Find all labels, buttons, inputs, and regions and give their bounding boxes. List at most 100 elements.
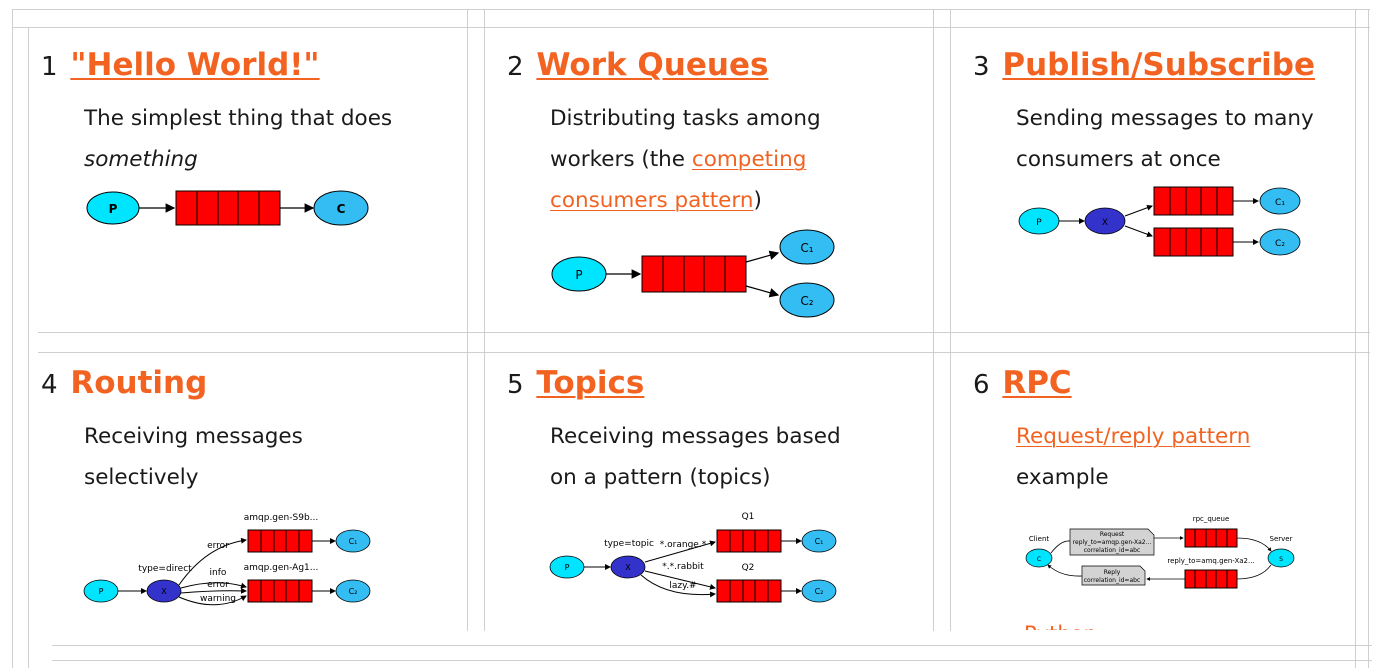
- queue: [175, 190, 281, 226]
- queue: [641, 255, 747, 293]
- queue-name-1: amqp.gen-S9b...: [244, 513, 319, 523]
- tutorial-link-work-queues[interactable]: Work Queues: [536, 50, 769, 83]
- queue-1: [1153, 186, 1234, 216]
- exchange-node: [146, 579, 182, 603]
- queue-2: [1153, 227, 1234, 257]
- description-text: ): [753, 188, 762, 213]
- producer-label: P: [1036, 218, 1042, 228]
- consumer-node-1: [335, 529, 371, 553]
- work-queues-diagram: P C₁ C₂: [551, 229, 835, 318]
- producer-label: P: [565, 563, 570, 572]
- request-line: correlation_id=abc: [1084, 547, 1140, 554]
- description-line: Distributing tasks among: [550, 106, 821, 131]
- tutorial-card-work-queues: 2 Work Queues Distributing tasks among w…: [507, 50, 927, 330]
- tutorial-link-topics[interactable]: Topics: [536, 368, 645, 401]
- routing-diagram: type=direct amqp.gen-S9b... amqp.gen-Ag1…: [83, 513, 371, 606]
- tutorial-number: 1: [41, 52, 58, 82]
- binding-key-label: lazy.#: [669, 581, 696, 591]
- consumer-label: C₁: [815, 537, 824, 546]
- queue-2: [716, 579, 782, 603]
- binding-key-label: *.orange.*: [660, 540, 707, 550]
- request-line: reply_to=amqp.gen-Xa2...: [1073, 539, 1152, 546]
- tutorial-card-topics: 5 Topics Receiving messages based on a p…: [507, 368, 927, 630]
- description-line: on a pattern (topics): [550, 465, 771, 490]
- exchange-node: [610, 555, 646, 579]
- tutorial-link-hello-world[interactable]: "Hello World!": [70, 50, 320, 83]
- description-line: Receiving messages based: [550, 424, 841, 449]
- tutorial-description: Receiving messages based on a pattern (t…: [550, 416, 841, 498]
- consumer-label: C: [337, 202, 346, 216]
- queue-name-2: Q2: [742, 563, 755, 573]
- server-node-label: S: [1279, 556, 1283, 563]
- request-reply-pattern-link[interactable]: Request/reply pattern: [1016, 424, 1251, 449]
- producer-label: P: [575, 268, 582, 282]
- consumer-node-2: [801, 579, 837, 603]
- routing-key-label: warning: [200, 594, 236, 604]
- request-line: Request: [1100, 531, 1125, 538]
- queue-name-2: amqp.gen-Ag1...: [244, 563, 319, 573]
- exchange-node: [1084, 207, 1126, 235]
- request-message: Request reply_to=amqp.gen-Xa2... correla…: [1069, 528, 1155, 556]
- consumer-node-1: [1259, 187, 1301, 215]
- client-label: Client: [1029, 535, 1050, 543]
- queue-name-1: Q1: [742, 512, 755, 522]
- consumer-node-2: [779, 282, 835, 318]
- tutorial-link-routing[interactable]: Routing: [70, 368, 208, 401]
- competing-consumers-link-cont[interactable]: consumers pattern: [550, 188, 754, 213]
- reply-line: correlation_id=abc: [1084, 577, 1140, 584]
- tutorial-description: Distributing tasks among workers (the co…: [550, 98, 821, 221]
- hello-world-diagram: P C: [86, 190, 369, 226]
- routing-key-label: info: [210, 568, 227, 578]
- description-text: workers (the: [550, 147, 692, 172]
- tutorial-description: Request/reply pattern example: [1016, 416, 1250, 498]
- client-node-label: C: [1037, 556, 1041, 563]
- topics-diagram: type=topic Q1 Q2 P X *.orange.* *.*.rabb…: [549, 512, 837, 603]
- tutorial-card-routing: 4 Routing Receiving messages selectively…: [41, 368, 461, 630]
- python-link-cutoff[interactable]: Python: [1024, 622, 1097, 630]
- tutorial-description: Sending messages to many consumers at on…: [1016, 98, 1314, 180]
- reply-line: Reply: [1104, 569, 1121, 576]
- consumer-label: C₂: [815, 587, 824, 596]
- tutorial-link-rpc[interactable]: RPC: [1002, 368, 1072, 401]
- tutorial-card-publish-subscribe: 3 Publish/Subscribe Sending messages to …: [973, 50, 1353, 330]
- tutorial-description: Receiving messages selectively: [84, 416, 303, 498]
- tutorial-link-publish-subscribe[interactable]: Publish/Subscribe: [1002, 50, 1315, 83]
- exchange-type-label: type=direct: [138, 564, 192, 574]
- consumer-node-1: [779, 229, 835, 265]
- description-line: The simplest thing that does: [84, 106, 393, 131]
- rpc-queue: [1184, 528, 1238, 548]
- routing-key-label: error: [207, 541, 229, 551]
- description-line: Sending messages to many: [1016, 106, 1314, 131]
- server-node: [1267, 548, 1295, 568]
- exchange-label: X: [161, 587, 167, 596]
- consumer-node-1: [801, 529, 837, 553]
- rpc-queue-label: rpc_queue: [1193, 515, 1230, 523]
- reply-to-label: reply_to=amq.gen-Xa2...: [1167, 557, 1254, 565]
- consumer-label: C₂: [1275, 239, 1285, 249]
- tutorial-description: The simplest thing that does something: [84, 98, 392, 180]
- publish-subscribe-diagram: P X C₁ C₂: [1018, 186, 1301, 257]
- consumer-label: C₂: [800, 294, 813, 308]
- description-line: selectively: [84, 465, 199, 490]
- consumer-label: C₁: [349, 537, 358, 546]
- routing-key-label: error: [207, 580, 229, 590]
- consumer-node-2: [1259, 228, 1301, 256]
- tutorial-number: 6: [973, 370, 990, 400]
- consumer-label: C₁: [800, 241, 813, 255]
- reply-message: Reply correlation_id=abc: [1081, 565, 1146, 586]
- competing-consumers-link[interactable]: competing: [691, 147, 807, 172]
- description-line: consumers at once: [1016, 147, 1221, 172]
- reply-queue: [1184, 569, 1238, 589]
- queue-1: [716, 529, 782, 553]
- consumer-label: C₁: [1275, 198, 1285, 208]
- consumer-node-2: [335, 579, 371, 603]
- queue-1: [247, 529, 313, 553]
- server-label: Server: [1270, 535, 1293, 543]
- description-line: Receiving messages: [84, 424, 303, 449]
- exchange-type-label: type=topic: [604, 539, 654, 549]
- description-line: example: [1016, 465, 1109, 490]
- client-node: [1025, 548, 1053, 568]
- queue-2: [247, 579, 313, 603]
- exchange-label: X: [625, 563, 631, 572]
- tutorial-number: 3: [973, 52, 990, 82]
